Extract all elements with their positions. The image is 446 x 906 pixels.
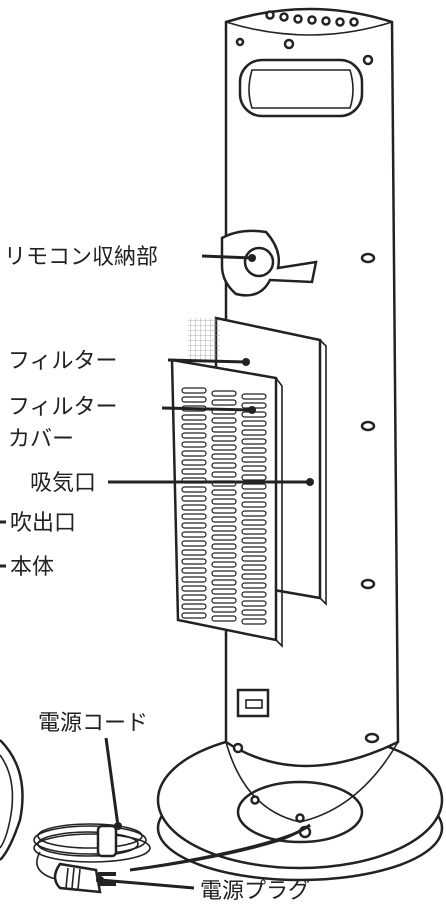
- leader-plug: [99, 878, 195, 890]
- grille-slot: [241, 564, 267, 571]
- label-body: 本体: [10, 555, 54, 580]
- grille-slot: [181, 612, 207, 619]
- grille-slot: [241, 429, 267, 436]
- label-remote-storage: リモコン収納部: [4, 245, 158, 270]
- grille-slot: [181, 441, 207, 448]
- grille-slot: [241, 438, 267, 445]
- grille-slot: [181, 387, 207, 394]
- grille-slot: [211, 561, 237, 568]
- grille-slot: [241, 483, 267, 490]
- stand-base: [156, 730, 444, 882]
- label-outlet: 吹出口: [10, 511, 76, 536]
- grille-slot: [181, 531, 207, 538]
- grille-slot: [241, 618, 267, 625]
- grille-slot: [211, 489, 237, 496]
- grille-slot: [211, 597, 237, 604]
- label-filter-cover-2: カバー: [8, 427, 74, 452]
- grille-slot: [211, 588, 237, 595]
- grille-slot: [181, 576, 207, 583]
- front-unit-base: [0, 739, 24, 861]
- grille-slot: [211, 570, 237, 577]
- grille-slot: [181, 558, 207, 565]
- screw-holes: [232, 252, 380, 754]
- grille-slot: [241, 573, 267, 580]
- grille-slot: [211, 615, 237, 622]
- label-filter-cover-1: フィルター: [8, 395, 118, 420]
- grille-slot: [241, 591, 267, 598]
- grille-slot: [181, 468, 207, 475]
- grille-slot: [211, 444, 237, 451]
- grille-slot: [211, 462, 237, 469]
- grille-slot: [241, 582, 267, 589]
- grille-slot: [181, 549, 207, 556]
- grille-slot: [181, 396, 207, 403]
- grille-slot: [241, 492, 267, 499]
- leader-cord: [104, 737, 120, 827]
- lower-slot: [236, 688, 270, 718]
- grille-slot: [211, 390, 237, 397]
- grille-slot: [241, 474, 267, 481]
- grille-slot: [181, 495, 207, 502]
- leader-filter: [167, 358, 247, 364]
- grille-slot: [181, 567, 207, 574]
- grille-slot: [241, 528, 267, 535]
- grille-slot: [181, 459, 207, 466]
- grille-slot: [181, 603, 207, 610]
- grille-slot: [181, 594, 207, 601]
- grille-slot: [181, 423, 207, 430]
- grille-slot: [211, 453, 237, 460]
- grille-slot: [241, 465, 267, 472]
- control-buttons: [265, 10, 359, 27]
- grille-slot: [241, 510, 267, 517]
- label-power-plug: 電源プラグ: [200, 879, 310, 904]
- leader-filter-cover: [161, 406, 253, 412]
- label-filter: フィルター: [8, 349, 118, 374]
- grille-slot: [211, 417, 237, 424]
- label-intake: 吸気口: [30, 471, 96, 496]
- grille-slot: [211, 525, 237, 532]
- grille-slot: [211, 552, 237, 559]
- grille-slot: [181, 432, 207, 439]
- grille-slot: [181, 513, 207, 520]
- grille-slot: [211, 426, 237, 433]
- grille-slot: [211, 399, 237, 406]
- grille-slot: [241, 555, 267, 562]
- grille-slot: [241, 447, 267, 454]
- grille-slot: [211, 435, 237, 442]
- grille-slot: [181, 540, 207, 547]
- leader-lines: [0, 254, 314, 890]
- grille-slot: [211, 498, 237, 505]
- grille-slot: [241, 537, 267, 544]
- grille-slot: [241, 393, 267, 400]
- grille-slot: [241, 456, 267, 463]
- grille-slot: [211, 606, 237, 613]
- grille-slot: [211, 471, 237, 478]
- grille-slot: [211, 516, 237, 523]
- filter-cover: [170, 358, 283, 648]
- grille-slot: [181, 486, 207, 493]
- grille-slot: [181, 414, 207, 421]
- grille-slot: [241, 600, 267, 607]
- grille-slot: [181, 504, 207, 511]
- grille-slot: [211, 534, 237, 541]
- grille-slot: [241, 501, 267, 508]
- grille-slot: [241, 519, 267, 526]
- grille-slot: [181, 585, 207, 592]
- grille-slot: [211, 543, 237, 550]
- grille-slot: [211, 579, 237, 586]
- leader-remote: [201, 254, 253, 260]
- grille-slot: [211, 507, 237, 514]
- grille-slot: [181, 450, 207, 457]
- grille-slot: [241, 609, 267, 616]
- grille-slot: [181, 522, 207, 529]
- grille-slot: [241, 546, 267, 553]
- grille-slot: [241, 420, 267, 427]
- carry-handle: [238, 58, 364, 118]
- remote-holder: [220, 229, 318, 297]
- label-power-cord: 電源コード: [38, 711, 148, 736]
- power-plug-shape: [53, 862, 116, 894]
- power-cord: [33, 823, 311, 882]
